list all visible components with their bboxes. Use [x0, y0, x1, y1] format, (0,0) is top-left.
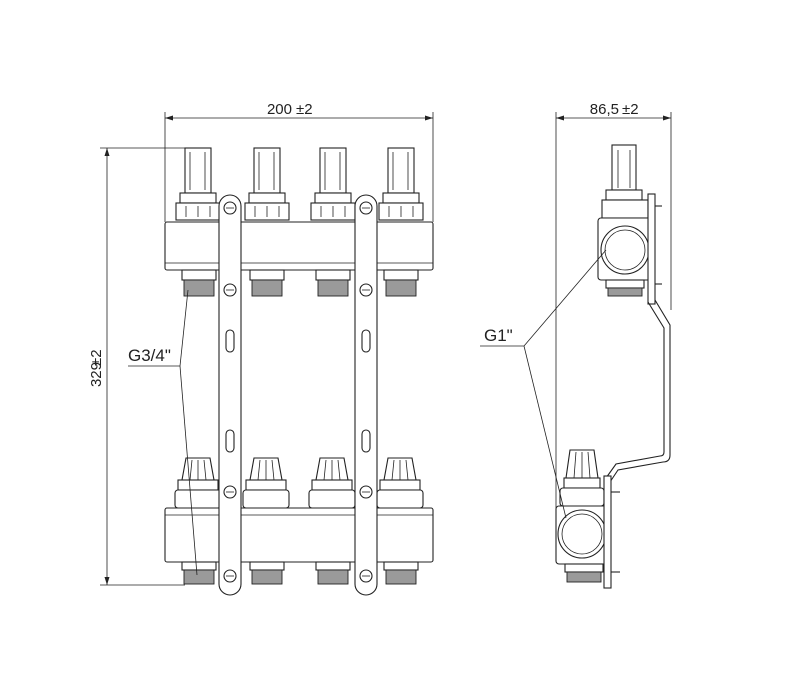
side-lower-assembly: [555, 449, 620, 589]
height-tolerance: ±2: [88, 349, 105, 366]
lower-manifold-bar: [164, 507, 434, 563]
valve-knobs: [174, 457, 424, 509]
front-width-value: 200: [267, 101, 292, 118]
side-width-dimension: 86,5 ±2: [555, 101, 672, 555]
flowmeter-4: [378, 147, 424, 221]
front-view: 200 ±2 329 ±2: [88, 101, 434, 596]
flowmeter-tops: [175, 147, 424, 221]
outlet-thread-callout: G3/4": [128, 289, 198, 576]
flowmeter-2: [244, 147, 290, 221]
side-width-tolerance: ±2: [622, 101, 639, 118]
side-upper-assembly: [597, 144, 662, 305]
flowmeter-1: [175, 147, 221, 221]
outlet-thread-label: G3/4": [128, 346, 171, 365]
flowmeter-3: [310, 147, 356, 221]
mounting-bracket-left: [218, 194, 242, 596]
height-value: 329: [88, 362, 105, 387]
main-thread-callout: G1": [480, 249, 607, 519]
upper-outlets: [181, 269, 419, 297]
side-width-value: 86,5: [590, 101, 619, 118]
lower-outlets: [181, 561, 419, 585]
main-thread-label: G1": [484, 326, 513, 345]
side-view: 86,5 ±2: [480, 101, 672, 589]
front-width-tolerance: ±2: [296, 101, 313, 118]
front-width-dimension: 200 ±2: [164, 101, 434, 222]
height-dimension: 329 ±2: [88, 147, 190, 586]
side-bracket: [609, 299, 671, 483]
mounting-bracket-right: [354, 194, 378, 596]
